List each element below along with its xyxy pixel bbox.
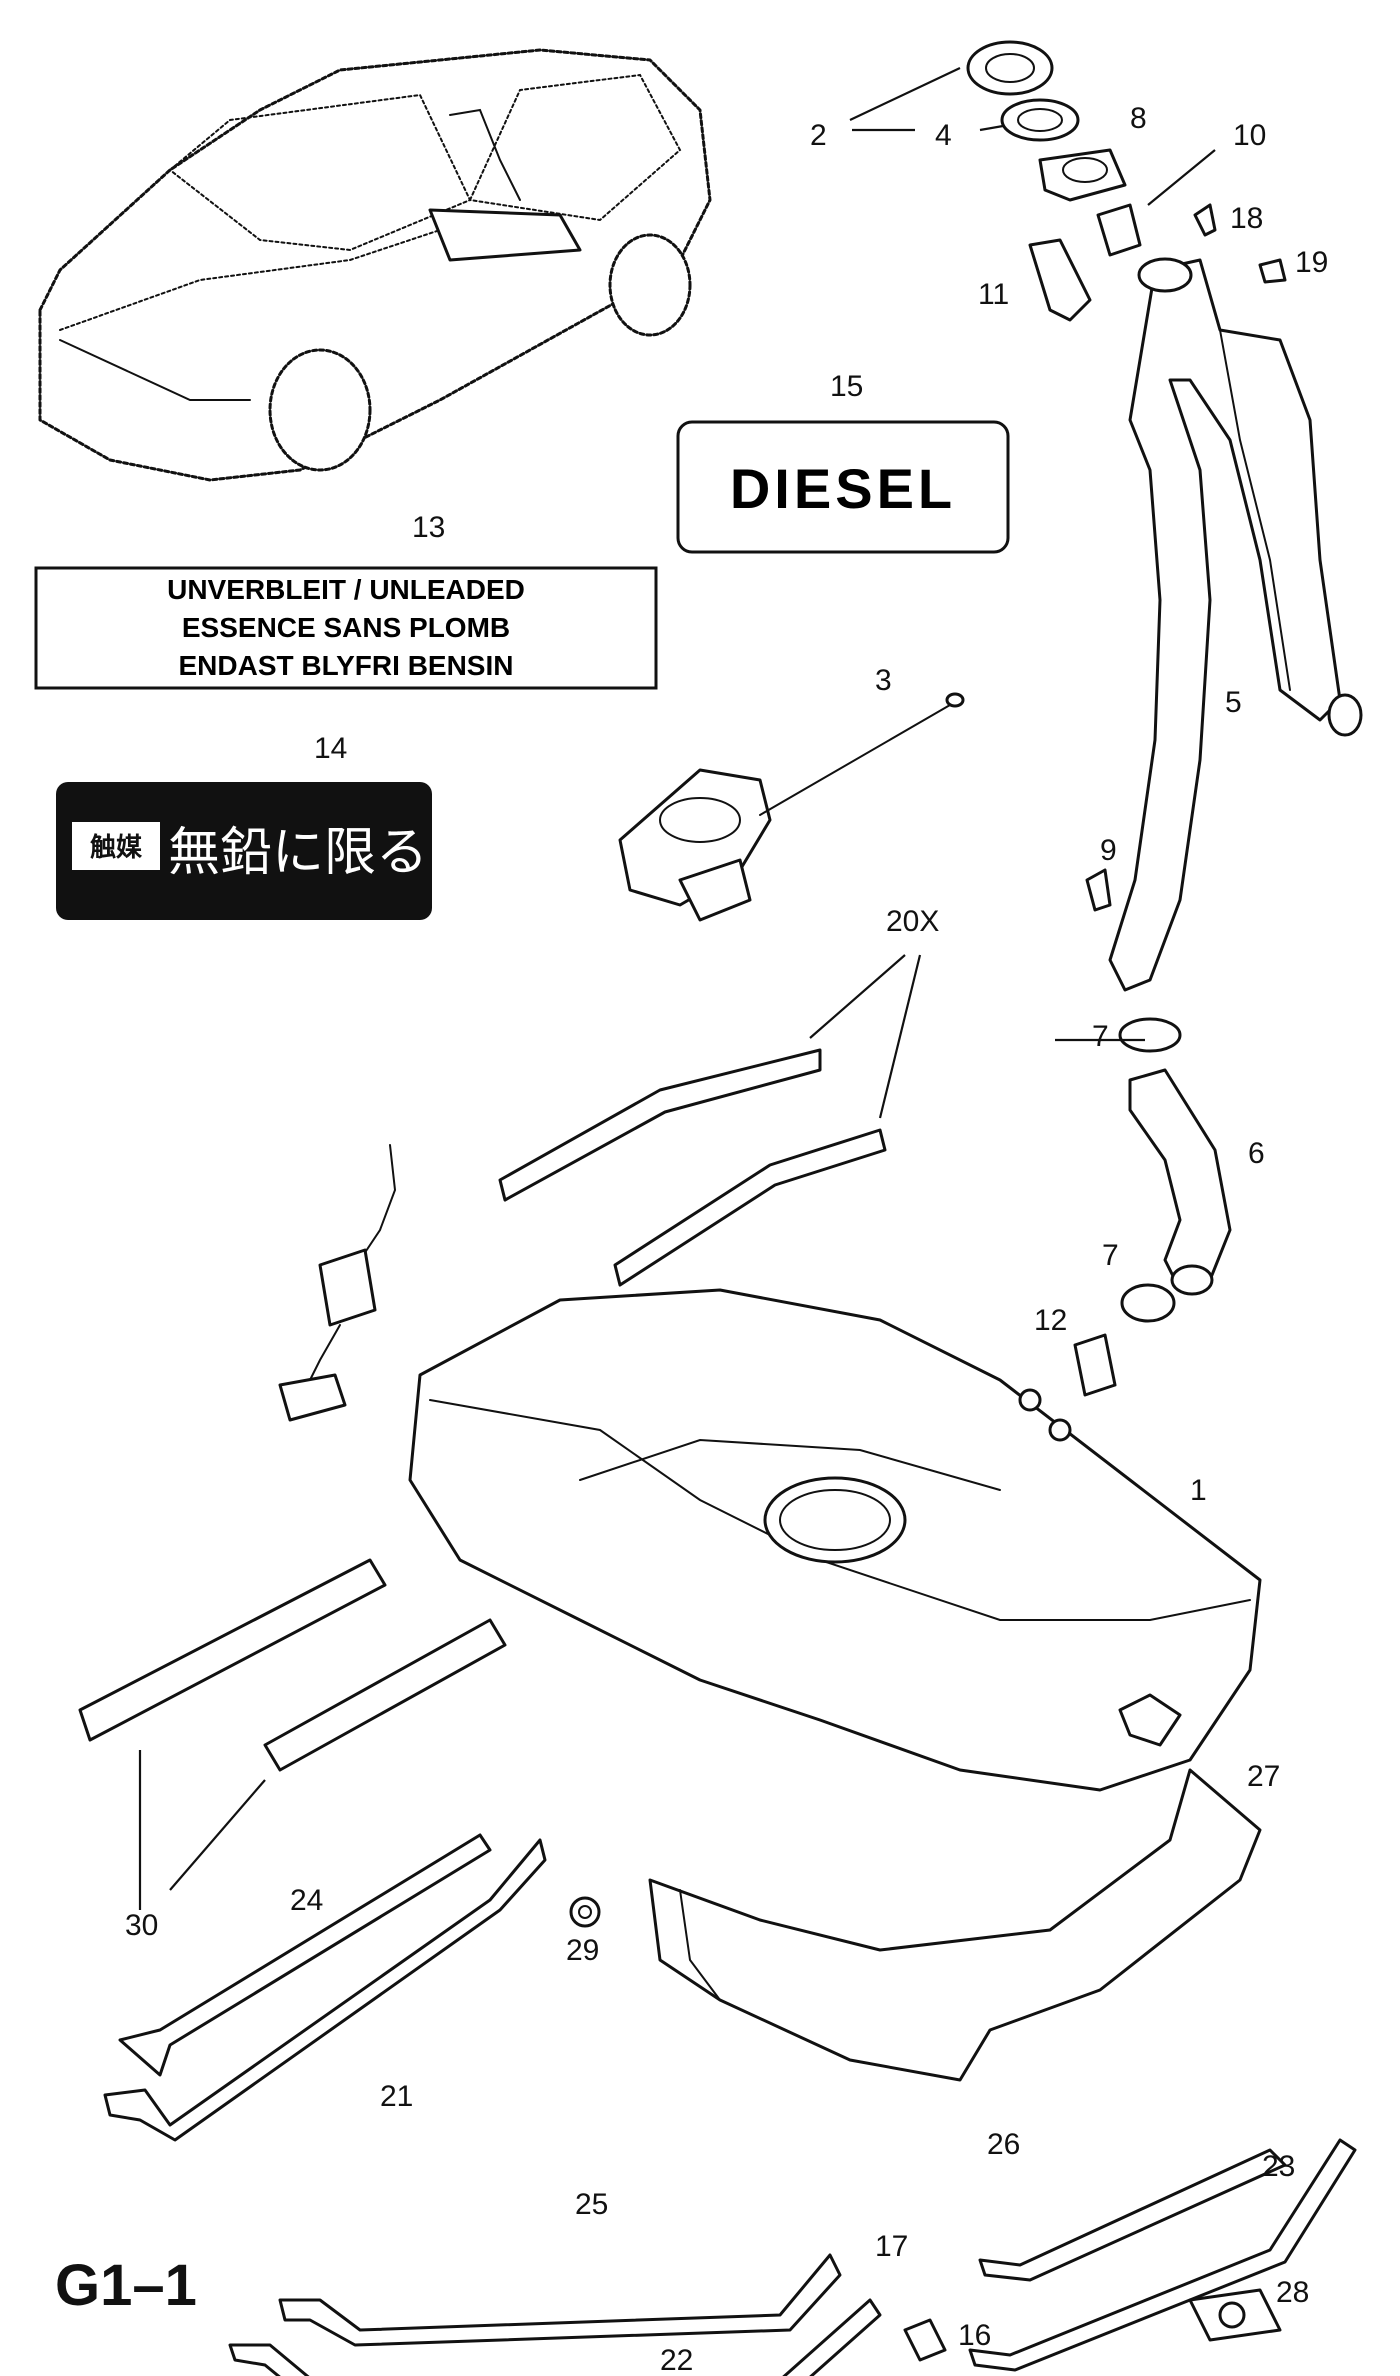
callout-29: 29 (566, 1934, 599, 1967)
callout-16: 16 (958, 2319, 991, 2352)
unleaded-label: UNVERBLEIT / UNLEADED ESSENCE SANS PLOMB… (34, 566, 658, 690)
tank-pads (78, 1558, 507, 1772)
unleaded-line-3: ENDAST BLYFRI BENSIN (178, 650, 513, 681)
callout-1: 1 (1190, 1474, 1207, 1507)
fuel-sender-unit (278, 1144, 397, 1422)
callout-23: 23 (1262, 2150, 1295, 2183)
callout-5: 5 (1225, 686, 1242, 719)
japanese-label: 触媒 無鉛に限る (56, 782, 432, 920)
callout-24: 24 (290, 1884, 323, 1917)
callout-17: 17 (875, 2230, 908, 2263)
small-hardware (569, 1896, 1282, 2362)
insulation-strips (498, 1048, 887, 1287)
callout-4: 4 (935, 119, 952, 152)
callout-21: 21 (380, 2080, 413, 2113)
callout-26: 26 (987, 2128, 1020, 2161)
callout-11: 11 (978, 278, 1009, 311)
callout-10: 10 (1233, 119, 1266, 152)
callout-15: 15 (830, 370, 863, 403)
callout-13: 13 (412, 511, 445, 544)
diesel-label: DIESEL (676, 420, 1010, 554)
callout-19: 19 (1295, 246, 1328, 279)
callout-3: 3 (875, 664, 892, 697)
callout-7b: 7 (1102, 1239, 1119, 1272)
leader-lines (138, 67, 1216, 1910)
filler-neck (1108, 257, 1363, 992)
japanese-catalyst-text: 触媒 (90, 832, 143, 862)
callout-9: 9 (1100, 834, 1117, 867)
callout-18: 18 (1230, 202, 1263, 235)
tank-straps (103, 1833, 1357, 2376)
callout-8: 8 (1130, 102, 1147, 135)
callout-7a: 7 (1092, 1020, 1109, 1053)
japanese-unleaded-text: 無鉛に限る (168, 824, 428, 882)
callout-14: 14 (314, 732, 347, 765)
fuel-tank (408, 1288, 1262, 1792)
page-code: G1–1 (55, 2253, 197, 2318)
callout-27: 27 (1247, 1760, 1280, 1793)
callout-6: 6 (1248, 1137, 1265, 1170)
callout-numbers: 1 2 4 3 5 6 7 7 8 9 10 11 12 13 14 15 16… (125, 102, 1328, 2376)
callout-20x: 20X (886, 905, 939, 938)
unleaded-line-2: ESSENCE SANS PLOMB (182, 612, 510, 643)
unleaded-line-1: UNVERBLEIT / UNLEADED (167, 574, 525, 605)
callout-30: 30 (125, 1909, 158, 1942)
callout-2: 2 (810, 119, 827, 152)
fuel-hose-and-clamps (1073, 868, 1232, 1397)
car-illustration (38, 48, 712, 482)
callout-12: 12 (1034, 1304, 1067, 1337)
heat-shield (648, 1768, 1262, 2082)
callout-22: 22 (660, 2344, 693, 2376)
callout-28: 28 (1276, 2276, 1309, 2309)
filler-cap-assembly (966, 40, 1287, 322)
fuel-cap-with-tether (618, 692, 965, 922)
diesel-label-text: DIESEL (730, 457, 956, 520)
callout-25: 25 (575, 2188, 608, 2221)
